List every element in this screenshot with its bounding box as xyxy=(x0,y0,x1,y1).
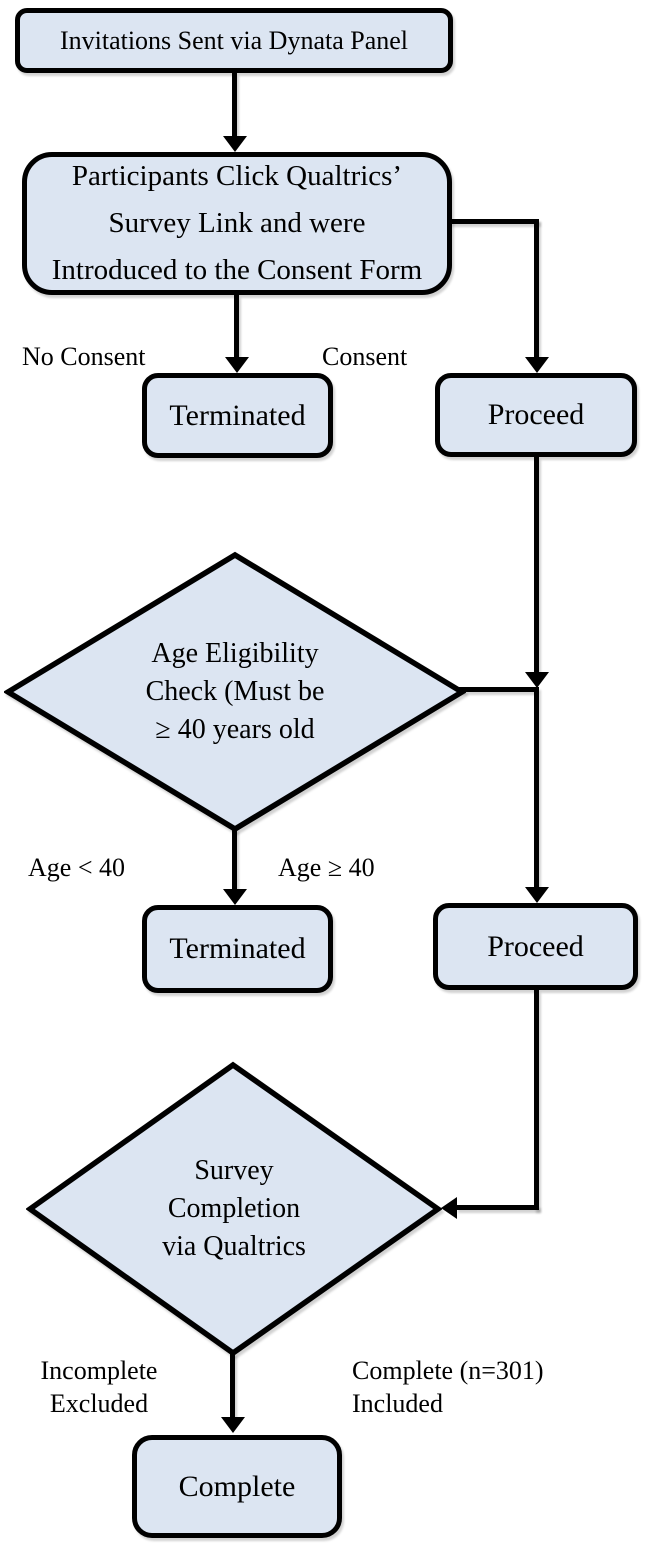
node-age-check-line1: Age Eligibility xyxy=(151,638,319,669)
node-survey-completion-text: Survey Completion via Qualtrics xyxy=(26,1061,442,1357)
node-age-check-line2: Check (Must be xyxy=(145,676,325,707)
edge-label-included: Included xyxy=(352,1389,443,1418)
edge-label-consent: Consent xyxy=(322,342,408,371)
node-consent-intro: Participants Click Qualtrics’ Survey Lin… xyxy=(22,152,452,295)
connector-invitations-to-consent xyxy=(232,73,237,138)
arrowhead-into-proceed1-icon xyxy=(525,357,549,373)
arrowhead-into-completion-diamond-icon xyxy=(441,1197,457,1219)
node-proceed-consent-label: Proceed xyxy=(487,398,585,431)
arrowhead-into-complete-icon xyxy=(221,1417,245,1433)
node-survey-completion-line2: Completion xyxy=(167,1193,301,1224)
node-terminated-age-label: Terminated xyxy=(169,932,306,965)
connector-proceed1-down xyxy=(534,457,539,672)
node-age-check-text: Age Eligibility Check (Must be ≥ 40 year… xyxy=(4,551,466,833)
connector-proceed2-down xyxy=(534,990,539,1210)
node-survey-completion: Survey Completion via Qualtrics xyxy=(26,1061,442,1357)
node-invitations-label: Invitations Sent via Dynata Panel xyxy=(59,25,409,55)
connector-consent-elbow-vertical xyxy=(534,219,539,357)
edge-label-incomplete-excluded: Incomplete Excluded xyxy=(18,1354,180,1420)
connector-agecheck-right-vertex xyxy=(458,687,539,692)
arrowhead-into-terminated1-icon xyxy=(225,357,249,373)
node-consent-intro-line3: Introduced to the Consent Form xyxy=(51,254,423,286)
node-invitations: Invitations Sent via Dynata Panel xyxy=(15,8,453,73)
connector-elbow-to-completion-diamond xyxy=(456,1205,539,1210)
edge-label-age-gte-40: Age ≥ 40 xyxy=(278,853,375,882)
node-terminated-age: Terminated xyxy=(142,905,333,993)
connector-age-lt-to-terminated2 xyxy=(232,829,237,889)
connector-consent-elbow-horizontal xyxy=(450,219,539,224)
survey-completion-diamond-shape xyxy=(26,1061,442,1357)
edge-label-complete-n: Complete (n=301) xyxy=(352,1356,544,1385)
node-consent-intro-line1: Participants Click Qualtrics’ xyxy=(71,160,403,192)
connector-complete-branch xyxy=(230,1353,235,1417)
age-check-diamond-shape xyxy=(4,551,466,833)
edge-label-age-lt-40: Age < 40 xyxy=(28,853,125,882)
edge-label-no-consent: No Consent xyxy=(22,342,146,371)
node-age-check-line3: ≥ 40 years old xyxy=(155,714,315,745)
arrowhead-junction-age-icon xyxy=(525,672,549,688)
arrowhead-into-proceed2-icon xyxy=(525,887,549,903)
node-consent-intro-line2: Survey Link and were xyxy=(108,207,366,239)
arrowhead-into-consent-intro-icon xyxy=(223,136,247,152)
node-terminated-consent: Terminated xyxy=(142,373,333,458)
node-terminated-consent-label: Terminated xyxy=(169,398,306,432)
connector-no-consent-to-terminated xyxy=(234,295,239,357)
node-proceed-age-label: Proceed xyxy=(487,929,584,963)
node-proceed-age: Proceed xyxy=(433,903,638,990)
node-complete-label: Complete xyxy=(178,1469,296,1503)
edge-label-incomplete: Incomplete xyxy=(40,1356,158,1385)
node-age-check: Age Eligibility Check (Must be ≥ 40 year… xyxy=(4,551,466,833)
arrowhead-into-terminated2-icon xyxy=(223,889,247,905)
node-survey-completion-line1: Survey xyxy=(194,1155,274,1186)
edge-label-excluded: Excluded xyxy=(49,1389,149,1418)
connector-junction-to-proceed2 xyxy=(534,692,539,887)
node-proceed-consent: Proceed xyxy=(435,373,637,457)
node-survey-completion-line3: via Qualtrics xyxy=(162,1231,306,1262)
edge-label-complete-included: Complete (n=301) Included xyxy=(352,1354,592,1420)
node-complete: Complete xyxy=(132,1435,342,1538)
